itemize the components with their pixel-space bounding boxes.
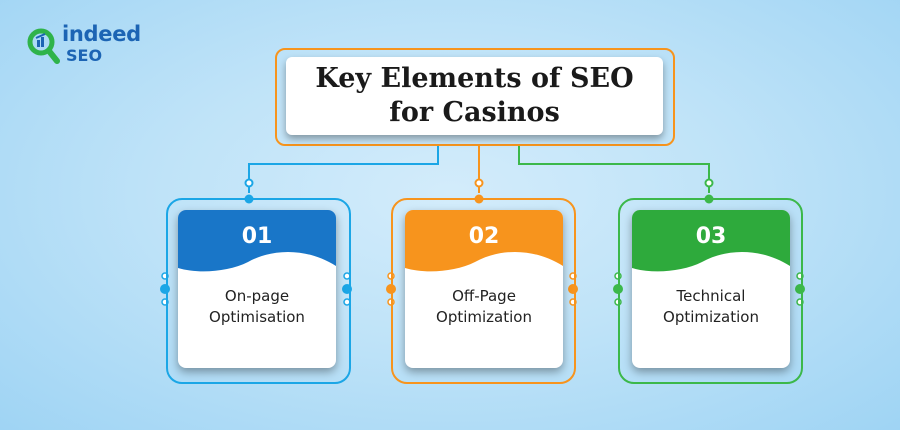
logo-wordmark-seo: SEO bbox=[66, 46, 103, 65]
card-off-page: 02 Off-Page Optimization bbox=[405, 210, 563, 368]
connector-blue bbox=[248, 144, 439, 193]
card-1-label-line-1: On-page bbox=[224, 287, 290, 305]
card-1-frame bbox=[166, 198, 351, 384]
card-2-header bbox=[405, 210, 563, 272]
card-on-page: 01 On-page Optimisation bbox=[178, 210, 336, 368]
card-2-label: Off-Page Optimization bbox=[405, 286, 563, 328]
card-1-label: On-page Optimisation bbox=[178, 286, 336, 328]
card-3-label-line-1: Technical bbox=[676, 287, 746, 305]
title-line-1: Key Elements of SEO bbox=[315, 63, 634, 94]
connector-node-green-top bbox=[704, 178, 714, 188]
card-3-label: Technical Optimization bbox=[632, 286, 790, 328]
card-2-label-line-2: Optimization bbox=[436, 308, 532, 326]
card-2-frame bbox=[391, 198, 576, 384]
magnifier-logo-icon bbox=[27, 28, 60, 64]
card-3-label-line-2: Optimization bbox=[663, 308, 759, 326]
connector-green bbox=[518, 144, 710, 193]
title-frame bbox=[275, 48, 675, 146]
card-1-number: 01 bbox=[241, 224, 273, 249]
card-1-label-line-2: Optimisation bbox=[209, 308, 305, 326]
title-box: Key Elements of SEO for Casinos bbox=[286, 57, 663, 135]
card-2-number: 02 bbox=[468, 224, 500, 249]
card-3-header bbox=[632, 210, 790, 272]
title-line-2: for Casinos bbox=[389, 97, 560, 128]
connector-node-blue-top bbox=[244, 178, 254, 188]
card-technical: 03 Technical Optimization bbox=[632, 210, 790, 368]
card-2-label-line-1: Off-Page bbox=[452, 287, 516, 305]
card-3-frame bbox=[618, 198, 803, 384]
card-3-number: 03 bbox=[695, 224, 727, 249]
logo-wordmark-indeed: indeed bbox=[62, 22, 141, 46]
card-1-header bbox=[178, 210, 336, 272]
indeed-seo-logo: indeed SEO bbox=[26, 20, 156, 70]
connector-node-orange-top bbox=[474, 178, 484, 188]
